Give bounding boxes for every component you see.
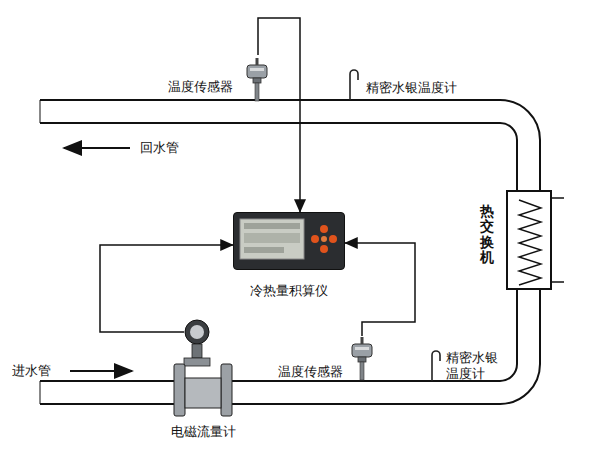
node-label: 温度传感器 [168, 79, 233, 95]
heat-exchanger-coil [508, 192, 550, 288]
temperature-sensor-icon [245, 57, 269, 103]
node-label: 冷热量积算仪 [250, 283, 328, 299]
mercury-thermometer [350, 70, 358, 100]
return-pipe-outer [40, 100, 540, 190]
node-shape: 电磁流量计 [170, 318, 236, 418]
node-shape: 温度传感器 [278, 336, 374, 380]
supply-pipe-outer [40, 290, 540, 404]
node-shape: 冷热量积算仪 [233, 212, 345, 270]
electromagnetic-flowmeter-icon [170, 318, 236, 418]
return-pipe-inner [40, 123, 517, 190]
heat-exchanger-port [550, 192, 566, 288]
pipe-end [40, 381, 41, 404]
text-label: 回水管 [140, 140, 179, 156]
node-shape: 温度传感器 [168, 55, 270, 103]
text-label: 精密水银温度计 [366, 80, 457, 96]
supply-pipe-inner [40, 290, 517, 381]
node-label: 电磁流量计 [171, 424, 236, 440]
flow-arrow [64, 147, 130, 149]
flow-arrow [70, 370, 132, 372]
signal-connector [100, 245, 233, 332]
signal-connector [345, 243, 415, 336]
mercury-thermometer [432, 351, 440, 381]
signal-connector [258, 18, 300, 212]
node-label: 热交换机 [480, 204, 494, 266]
integrator-panel [234, 213, 344, 269]
temperature-sensor-icon [350, 336, 374, 382]
text-label: 精密水银 温度计 [446, 350, 502, 383]
pipe-end [40, 100, 41, 123]
node-shape: 热交换机 [506, 190, 552, 290]
node-label: 温度传感器 [278, 364, 343, 380]
text-label: 进水管 [12, 363, 51, 379]
